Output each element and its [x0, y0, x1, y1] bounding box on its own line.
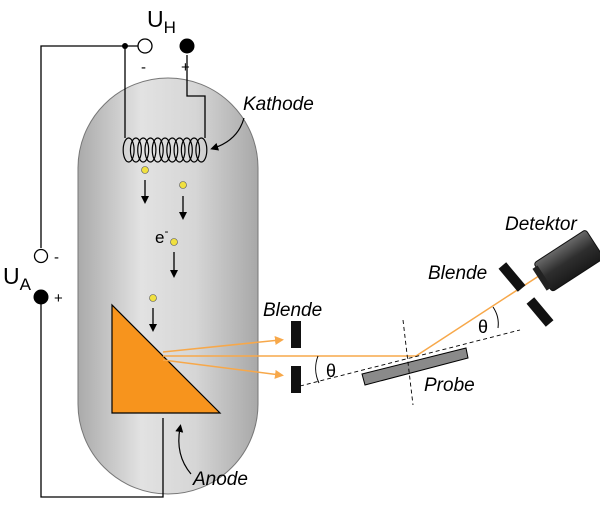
angle-guide-lines [299, 319, 521, 406]
circuit-junction-dot [122, 43, 128, 49]
anode-callout-arrow [175, 424, 192, 475]
xray-beam-upper [162, 336, 284, 353]
heater-minus-sign: - [141, 59, 146, 76]
electron-paths [141, 166, 187, 332]
detector [532, 230, 600, 292]
aperture-right-lower [526, 297, 554, 327]
aperture-left-upper [291, 321, 301, 348]
electron-label: e- [155, 224, 168, 247]
heater-minus-terminal [137, 38, 153, 54]
heater-plus-sign: + [181, 59, 190, 76]
cathode-filament-coil [122, 137, 208, 163]
cathode-label: Kathode [243, 94, 314, 115]
cathode-callout-arrow [210, 117, 245, 151]
angle-arc-left [315, 355, 320, 384]
angle-arc-right [492, 306, 499, 329]
filament-loop [151, 137, 164, 163]
aperture-right-upper [498, 262, 526, 292]
heater-plus-terminal [179, 38, 195, 54]
filament-loop [144, 137, 157, 163]
anode-minus-terminal [33, 248, 49, 264]
anode-label: Anode [192, 469, 248, 490]
filament-loop [122, 137, 135, 163]
aperture-right-label: Blende [428, 263, 487, 284]
xray-diffracted-beam [415, 269, 549, 357]
anode-target [111, 303, 222, 414]
angle-label-left: θ [326, 361, 336, 381]
xray-beams [162, 269, 549, 379]
aperture-left-label: Blende [263, 300, 322, 321]
heater-voltage-label: UH [147, 6, 176, 37]
electron-dot [141, 166, 149, 174]
electron-dot [170, 238, 178, 246]
filament-loop [173, 137, 186, 163]
anode-plus-terminal [33, 289, 49, 305]
angle-label-right: θ [478, 317, 488, 337]
circuit-wires [40, 45, 206, 498]
filament-loop [188, 137, 201, 163]
electron-dot [149, 294, 157, 302]
filament-loop [166, 137, 179, 163]
filament-loop [158, 137, 172, 163]
anode-voltage-label: UA [3, 263, 32, 294]
electron-dot [179, 181, 187, 189]
aperture-left-lower [291, 366, 301, 393]
filament-loop [129, 137, 142, 163]
sample-plate [361, 347, 469, 386]
filament-loop [180, 137, 193, 163]
anode-minus-sign: - [54, 249, 59, 266]
detector-window [532, 265, 552, 291]
xray-beam-lower [162, 359, 284, 379]
anode-plus-sign: + [54, 290, 63, 307]
detector-label: Detektor [505, 214, 577, 235]
sample-label: Probe [424, 375, 475, 396]
filament-loop [137, 137, 150, 163]
filament-loop [195, 137, 208, 163]
